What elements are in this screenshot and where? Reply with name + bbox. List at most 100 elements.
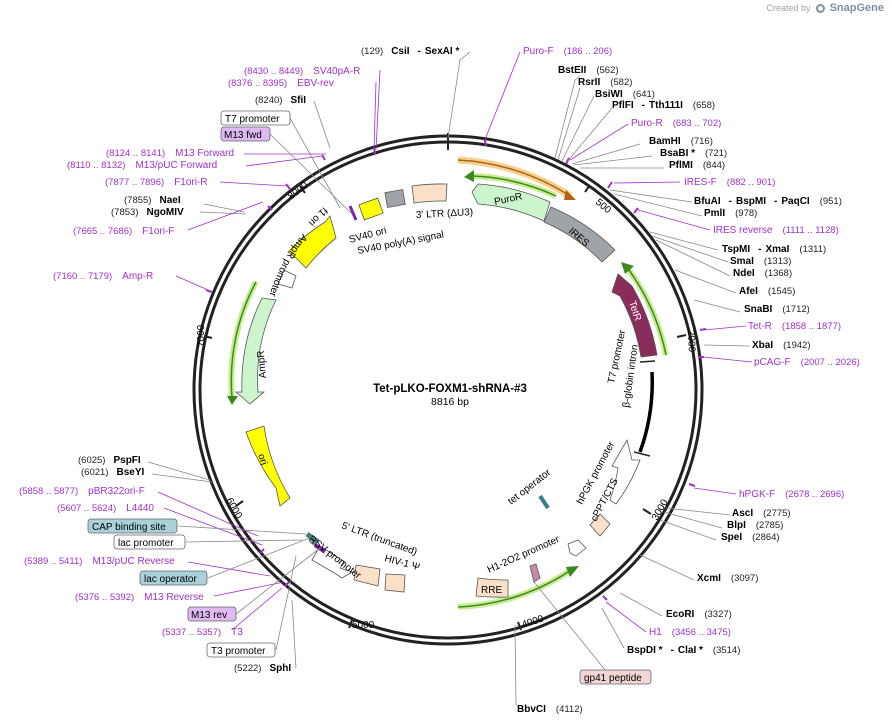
tick-label-2000: 2000 — [685, 330, 697, 353]
sv40-polya-box — [384, 189, 406, 208]
svg-text:TspMI-XmaI(1311): TspMI-XmaI(1311) — [722, 244, 826, 255]
green-track-right-arrowhead — [621, 262, 634, 274]
m13-fwd-mark — [348, 205, 358, 221]
beta-globin-intron-line — [638, 371, 654, 453]
ires-box — [543, 206, 616, 263]
beta-globin-end-mark — [633, 451, 651, 457]
tet-operator-mark — [538, 494, 550, 510]
svg-text:(7855)NaeI: (7855)NaeI — [124, 195, 181, 206]
svg-text:AscI(2775): AscI(2775) — [732, 508, 791, 519]
svg-text:CAP binding site: CAP binding site — [92, 522, 166, 533]
ltr3-label: 3' LTR (ΔU3) — [416, 207, 474, 221]
svg-text:SpeI(2864): SpeI(2864) — [721, 532, 780, 543]
svg-text:Tet-R(1858 .. 1877): Tet-R(1858 .. 1877) — [748, 321, 841, 332]
green-track-top-arrowhead — [464, 170, 474, 182]
svg-text:(8110 .. 8132)M13/pUC Forward: (8110 .. 8132)M13/pUC Forward — [67, 160, 217, 171]
svg-text:M13 fwd: M13 fwd — [224, 130, 262, 141]
svg-text:RsrII(582): RsrII(582) — [578, 77, 632, 88]
svg-text:BstEII(562): BstEII(562) — [558, 65, 619, 76]
green-track-top — [471, 175, 557, 197]
orange-feature-arrowhead — [564, 190, 576, 200]
svg-text:lac promoter: lac promoter — [118, 538, 174, 549]
svg-text:BlpI(2785): BlpI(2785) — [727, 520, 783, 531]
tick-label-5000: 5000 — [352, 620, 375, 631]
ltr3-box — [411, 183, 448, 204]
ltr5-box — [353, 564, 381, 587]
rsv-promoter-arrow — [311, 545, 353, 579]
svg-text:NdeI(1368): NdeI(1368) — [733, 268, 792, 279]
svg-text:(7877 .. 7896)F1ori-R: (7877 .. 7896)F1ori-R — [105, 177, 208, 188]
svg-text:pCAG-F(2007 .. 2026): pCAG-F(2007 .. 2026) — [754, 357, 860, 368]
rre-label: RRE — [481, 585, 502, 596]
ltr5-label: 5' LTR (truncated) — [340, 520, 418, 558]
svg-text:(5337 .. 5357)T3: (5337 .. 5357)T3 — [162, 627, 243, 638]
f1-ori-arrow — [287, 215, 337, 269]
green-track-bottom-arrowhead — [566, 566, 579, 577]
svg-text:BbvCI(4112): BbvCI(4112) — [517, 704, 583, 715]
sv40-ori-box — [358, 197, 384, 221]
snapgene-logo-icon — [816, 4, 826, 14]
svg-text:(8124 .. 8141)M13 Forward: (8124 .. 8141)M13 Forward — [106, 148, 234, 159]
green-track-bottom — [457, 567, 575, 608]
svg-text:BsiWI(641): BsiWI(641) — [595, 89, 655, 100]
primer-binding-marks — [205, 139, 707, 601]
plasmid-name: Tet-pLKO-FOXM1-shRNA-#3 — [373, 383, 527, 395]
svg-text:Puro-F(186 .. 206): Puro-F(186 .. 206) — [523, 46, 612, 57]
beta-globin-label: β-globin intron — [621, 344, 641, 408]
ori-arrow — [245, 425, 291, 507]
svg-text:BsaBI *(721): BsaBI *(721) — [660, 148, 727, 159]
svg-text:(5389 .. 5411)M13/pUC Reverse: (5389 .. 5411)M13/pUC Reverse — [24, 556, 175, 567]
svg-text:T7 promoter: T7 promoter — [225, 114, 280, 125]
h1-promoter-arrow — [567, 539, 587, 557]
scale-ticks — [203, 184, 687, 631]
green-track-bottom-glow — [457, 565, 576, 610]
green-track-right — [625, 265, 667, 356]
svg-text:PflMI(844): PflMI(844) — [669, 160, 725, 171]
svg-text:(7665 .. 7686)F1ori-F: (7665 .. 7686)F1ori-F — [73, 226, 174, 237]
svg-text:(5376 .. 5392)M13 Reverse: (5376 .. 5392)M13 Reverse — [75, 592, 204, 603]
svg-text:lac operator: lac operator — [144, 574, 197, 585]
ampr-label: AmpR — [256, 350, 269, 379]
green-track-left-arrowhead — [227, 396, 238, 405]
ampr-arrow — [234, 297, 277, 405]
credit-brand: SnapGene — [829, 2, 884, 14]
cppt-box — [589, 513, 611, 537]
svg-text:hPGK-F(2678 .. 2696): hPGK-F(2678 .. 2696) — [739, 489, 844, 500]
svg-text:BspDI *-ClaI *(3514): BspDI *-ClaI *(3514) — [627, 645, 740, 656]
svg-text:PmlI(978): PmlI(978) — [704, 208, 757, 219]
svg-text:XbaI(1942): XbaI(1942) — [752, 340, 811, 351]
svg-text:(8376 .. 8395)EBV-rev: (8376 .. 8395)EBV-rev — [228, 78, 334, 89]
svg-text:(6025)PspFI: (6025)PspFI — [78, 455, 141, 466]
orange-feature-track — [457, 159, 571, 197]
hiv-psi-box — [384, 573, 406, 593]
svg-text:IRES reverse(1111 .. 1128): IRES reverse(1111 .. 1128) — [713, 225, 839, 236]
h1-2o2-promoter-label: H1-2O2 promoter — [486, 534, 562, 576]
svg-text:PflFI-Tth111I(658): PflFI-Tth111I(658) — [612, 100, 715, 111]
primer-labels: Puro-F(186 .. 206) Puro-R(683 .. 702) IR… — [19, 46, 860, 638]
leader-lines — [147, 51, 751, 706]
svg-text:IRES-F(882 .. 901): IRES-F(882 .. 901) — [684, 177, 775, 188]
svg-text:H1(3456 .. 3475): H1(3456 .. 3475) — [649, 627, 731, 638]
rre-box — [475, 577, 509, 598]
svg-text:BfuAI-BspMI-PaqCI(951): BfuAI-BspMI-PaqCI(951) — [694, 196, 842, 207]
credit-prefix: Created by — [766, 3, 811, 13]
svg-text:(8240)SfiI: (8240)SfiI — [255, 95, 306, 106]
svg-text:(5222)SphI: (5222)SphI — [234, 663, 291, 674]
svg-text:(7160 .. 7179)Amp-R: (7160 .. 7179)Amp-R — [53, 271, 153, 282]
green-track-left — [230, 281, 257, 399]
plasmid-size: 8816 bp — [431, 396, 469, 408]
puror-arrow — [471, 183, 551, 222]
ampr-promoter-arrow — [277, 269, 297, 289]
svg-text:XcmI(3097): XcmI(3097) — [697, 573, 758, 584]
svg-text:gp41 peptide: gp41 peptide — [584, 673, 642, 684]
tick-label-8000: 8000 — [286, 180, 311, 203]
svg-text:(5607 .. 5624)L4440: (5607 .. 5624)L4440 — [57, 503, 154, 514]
gp41-peptide-mark — [529, 563, 541, 583]
feature-leader-lines — [177, 117, 611, 677]
tick-label-500: 500 — [593, 197, 613, 216]
svg-text:M13 rev: M13 rev — [191, 610, 227, 621]
enzyme-labels: (129)CsiI-SexAI * BstEII(562) RsrII(582)… — [78, 46, 842, 715]
lac-operator-mark — [305, 531, 320, 545]
hpgk-promoter-arrow — [609, 438, 641, 505]
